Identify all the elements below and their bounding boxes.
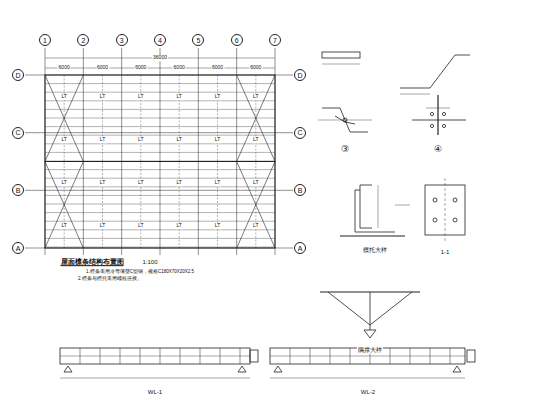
section-title: 1-1 (440, 249, 451, 256)
axis-label: A (16, 245, 21, 252)
purlin-mark: LT (60, 180, 67, 186)
dimension: 36000 (152, 55, 168, 61)
purlin-mark: LT (252, 180, 259, 186)
axis-bubble: B (294, 184, 306, 196)
purlin-mark: LT (214, 180, 221, 186)
axis-label: B (298, 187, 303, 194)
purlin-mark: LT (175, 223, 182, 229)
axis-bubble: 6 (231, 34, 243, 46)
purlin-mark: LT (60, 94, 67, 100)
dimension: 6000 (58, 65, 71, 71)
axis-label: 7 (273, 37, 277, 44)
note: 1.檩条采用冷弯薄壁C型钢，规格C180X70X20X2.5 (85, 270, 195, 275)
purlin-mark: LT (175, 180, 182, 186)
purlin-mark: LT (99, 94, 106, 100)
purlin-mark: LT (252, 137, 259, 143)
section-mark: ④ (433, 145, 443, 155)
axis-label: 2 (81, 37, 85, 44)
purlin-mark: LT (214, 223, 221, 229)
axis-bubble: 7 (269, 34, 281, 46)
axis-label: C (15, 129, 20, 136)
dimension: 6000 (249, 65, 262, 71)
axis-label: 6 (235, 37, 239, 44)
axis-bubble: D (294, 69, 306, 81)
purlin-mark: LT (252, 223, 259, 229)
beam-title: WL-1 (147, 389, 163, 396)
axis-bubble: 1 (39, 34, 51, 46)
purlin-mark: LT (137, 94, 144, 100)
dimension: 6000 (134, 65, 147, 71)
note: 2.檩条与檩托采用螺栓连接。 (77, 277, 143, 282)
purlin-mark: LT (252, 94, 259, 100)
axis-bubble: D (12, 69, 24, 81)
purlin-mark: LT (175, 94, 182, 100)
purlin-mark: LT (99, 137, 106, 143)
axis-bubble: C (12, 127, 24, 139)
beam-title: WL-2 (360, 389, 376, 396)
scale: 1:100 (141, 259, 158, 266)
axis-label: C (297, 129, 302, 136)
axis-bubble: 5 (192, 34, 204, 46)
detail-title: 檩托大样 (362, 247, 388, 254)
axis-bubble: A (294, 242, 306, 254)
purlin-mark: LT (60, 223, 67, 229)
axis-label: D (297, 72, 302, 79)
section-mark: ③ (340, 145, 350, 155)
dimension: 6000 (173, 65, 186, 71)
dimension: 6000 (211, 65, 224, 71)
purlin-mark: LT (137, 223, 144, 229)
axis-label: D (15, 72, 20, 79)
axis-bubble: 2 (77, 34, 89, 46)
axis-label: B (16, 187, 21, 194)
axis-bubble: 4 (154, 34, 166, 46)
axis-bubble: A (12, 242, 24, 254)
axis-label: A (298, 245, 303, 252)
axis-label: 5 (196, 37, 200, 44)
axis-label: 4 (158, 37, 162, 44)
axis-label: 3 (120, 37, 124, 44)
purlin-mark: LT (99, 223, 106, 229)
axis-bubble: B (12, 184, 24, 196)
purlin-mark: LT (60, 137, 67, 143)
axis-bubble: 3 (116, 34, 128, 46)
drawing-title: 屋面檩条结构布置图 (60, 258, 125, 266)
purlin-mark: LT (214, 94, 221, 100)
purlin-mark: LT (99, 180, 106, 186)
axis-bubble: C (294, 127, 306, 139)
purlin-mark: LT (175, 137, 182, 143)
purlin-mark: LT (137, 137, 144, 143)
dimension: 6000 (96, 65, 109, 71)
purlin-mark: LT (137, 180, 144, 186)
purlin-mark: LT (214, 137, 221, 143)
detail-title: 隅撑大样 (357, 347, 383, 354)
axis-label: 1 (43, 37, 47, 44)
